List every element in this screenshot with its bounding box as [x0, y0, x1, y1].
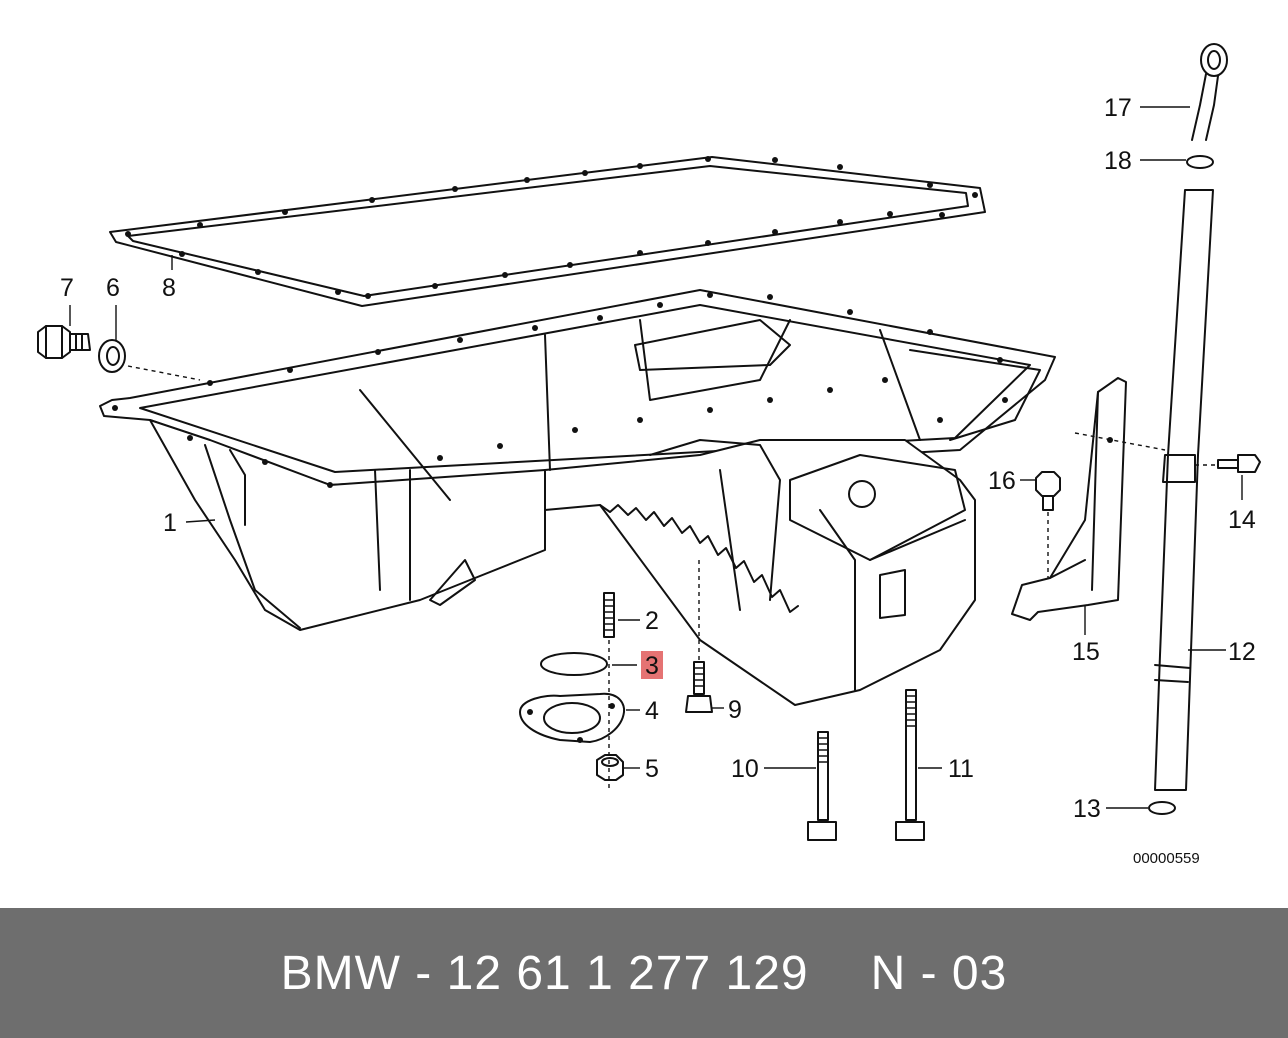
- callout-1: 1: [163, 509, 177, 537]
- oil-pan-gasket: [109, 156, 986, 307]
- part-number-footer: BMW - 12 61 1 277 129 N - 03: [0, 908, 1288, 1038]
- dipstick-seal: [1186, 155, 1214, 169]
- bolt-9: [685, 661, 713, 713]
- dipstick: [1191, 43, 1228, 141]
- callout-11: 11: [948, 755, 974, 783]
- callout-9: 9: [728, 696, 742, 724]
- callout-16: 16: [988, 467, 1016, 495]
- callout-2: 2: [645, 607, 659, 635]
- parts-diagram: 7 6 8 1 2 3 4 5 9 10 11 12 13 14 15 16 1…: [37, 43, 1261, 867]
- sealing-washer: [98, 339, 126, 373]
- dipstick-bracket: [1011, 377, 1127, 621]
- callout-3: 3: [645, 652, 659, 680]
- o-ring: [540, 652, 608, 676]
- oil-pan-exploded-view: 7 6 8 1 2 3 4 5 9 10 11 12 13 14 15 16 1…: [37, 43, 1261, 867]
- footer-caption: BMW - 12 61 1 277 129 N - 03: [281, 946, 1008, 1001]
- bolt-11: [895, 689, 925, 841]
- callout-10: 10: [731, 755, 759, 783]
- callout-8: 8: [162, 274, 176, 302]
- cover-plate: [519, 692, 626, 743]
- callout-15: 15: [1072, 638, 1100, 666]
- callout-3-highlight: [641, 651, 663, 679]
- dipstick-guide-tube: [1154, 189, 1214, 791]
- callout-17: 17: [1104, 94, 1132, 122]
- tube-o-ring: [1148, 801, 1176, 815]
- bracket-screw: [1035, 471, 1061, 511]
- tube-bolt: [1217, 454, 1261, 473]
- group-label: N - 03: [870, 946, 1008, 1000]
- drain-plug: [37, 325, 91, 359]
- oil-pan: [99, 289, 1056, 706]
- callout-14: 14: [1228, 506, 1256, 534]
- callout-18: 18: [1104, 147, 1132, 175]
- callout-5: 5: [645, 755, 659, 783]
- callout-13: 13: [1073, 795, 1101, 823]
- callout-4: 4: [645, 697, 659, 725]
- hex-nut: [596, 754, 624, 781]
- part-number-label: BMW - 12 61 1 277 129: [280, 946, 809, 1000]
- drawing-number: 00000559: [1133, 850, 1200, 867]
- callout-12: 12: [1228, 638, 1256, 666]
- callout-7: 7: [60, 274, 74, 302]
- bolt-10: [807, 731, 837, 841]
- callout-6: 6: [106, 274, 120, 302]
- stud-bolt: [603, 592, 615, 638]
